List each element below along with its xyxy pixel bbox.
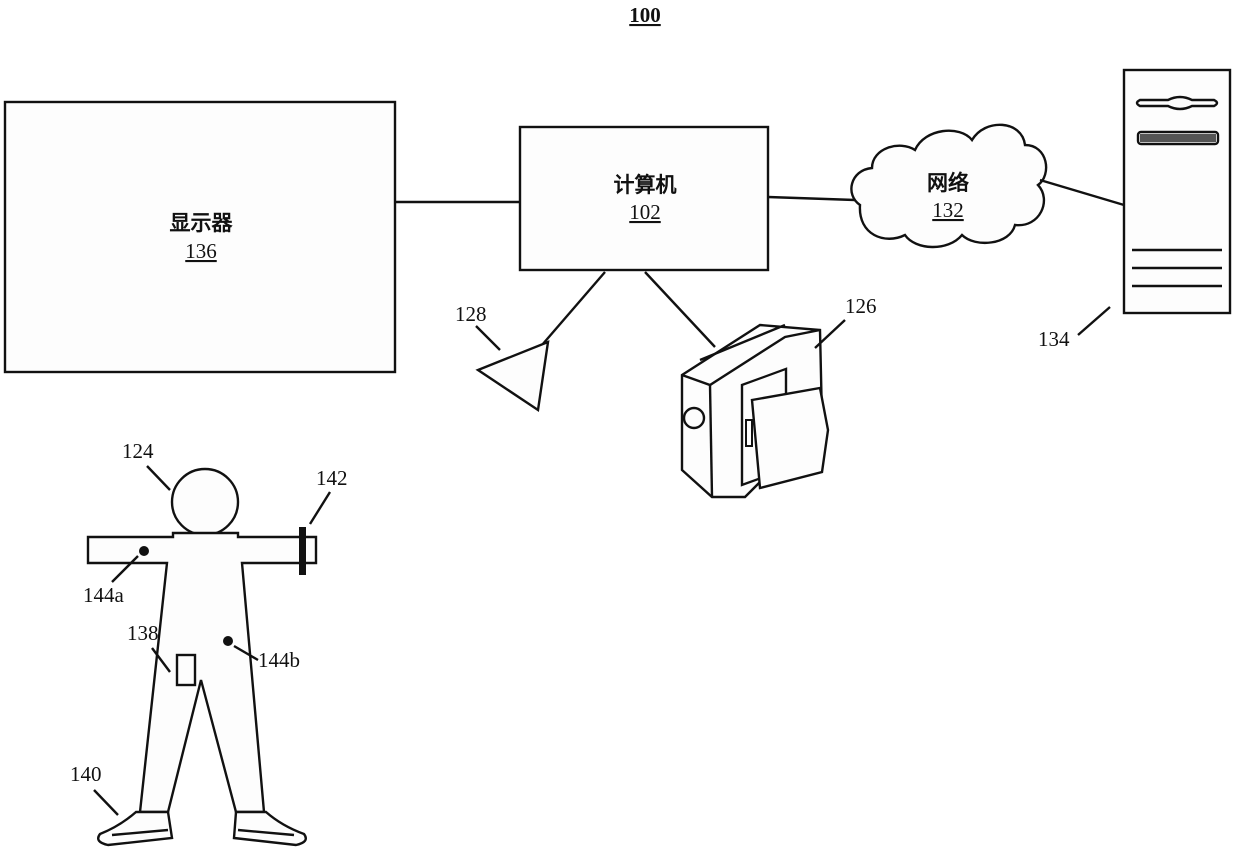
display-block: 显示器 136 — [5, 102, 395, 372]
computer-name: 计算机 — [614, 173, 677, 197]
pocket-device-ref: 138 — [127, 621, 159, 645]
sensor-a-dot — [139, 546, 149, 556]
figure-number: 100 — [629, 3, 661, 27]
antenna-ref: 128 — [455, 302, 487, 326]
wristband-ref: 142 — [316, 466, 348, 490]
network-cloud: 网络 132 — [851, 125, 1046, 247]
wristband-device — [299, 527, 306, 575]
camera-ref: 126 — [845, 294, 877, 318]
link-network-server — [1040, 180, 1124, 205]
link-computer-antenna — [542, 272, 605, 345]
link-computer-network — [768, 197, 855, 200]
computer-ref: 102 — [629, 200, 661, 224]
pocket-device — [177, 655, 195, 685]
server-ref: 134 — [1038, 327, 1070, 351]
server-icon — [1124, 70, 1230, 313]
wristband-leader — [310, 492, 330, 524]
person-ref: 124 — [122, 439, 154, 463]
network-name: 网络 — [927, 171, 969, 195]
right-shoe — [234, 812, 306, 845]
display-ref: 136 — [185, 239, 217, 263]
camera-icon — [682, 325, 828, 497]
link-computer-camera — [645, 272, 715, 347]
computer-block: 计算机 102 — [520, 127, 768, 270]
antenna-leader — [476, 326, 500, 350]
antenna-icon — [478, 342, 548, 410]
person-leader — [147, 466, 170, 490]
display-name: 显示器 — [170, 211, 234, 235]
sensor-b-ref: 144b — [258, 648, 300, 672]
server-leader — [1078, 307, 1110, 335]
shoes-ref: 140 — [70, 762, 102, 786]
left-shoe — [98, 812, 172, 845]
shoes-leader — [94, 790, 118, 815]
network-ref: 132 — [932, 198, 964, 222]
sensor-b-dot — [223, 636, 233, 646]
sensor-a-ref: 144a — [83, 583, 125, 607]
